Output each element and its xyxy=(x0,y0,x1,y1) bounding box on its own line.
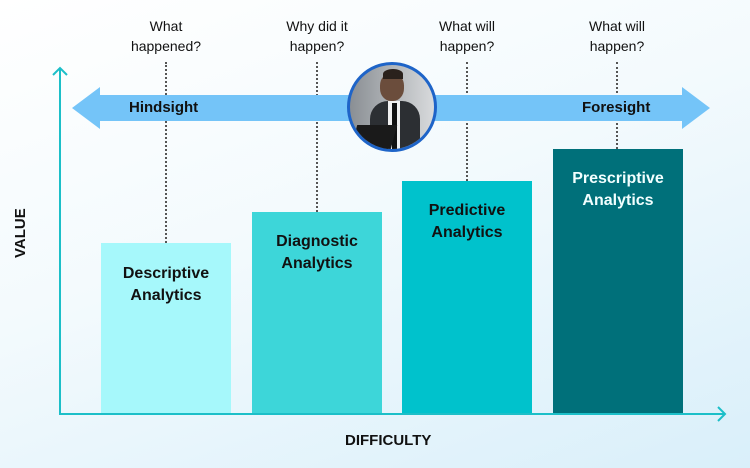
x-axis-label: DIFFICULTY xyxy=(345,432,432,449)
hindsight-label: Hindsight xyxy=(129,99,199,116)
y-axis xyxy=(59,68,61,415)
dotted-line xyxy=(165,62,167,243)
dotted-line xyxy=(316,62,318,212)
dotted-line xyxy=(466,62,468,181)
y-axis-label: VALUE xyxy=(12,208,29,258)
businessman-photo xyxy=(347,62,437,152)
foresight-label: Foresight xyxy=(582,99,651,116)
x-axis xyxy=(59,413,725,415)
